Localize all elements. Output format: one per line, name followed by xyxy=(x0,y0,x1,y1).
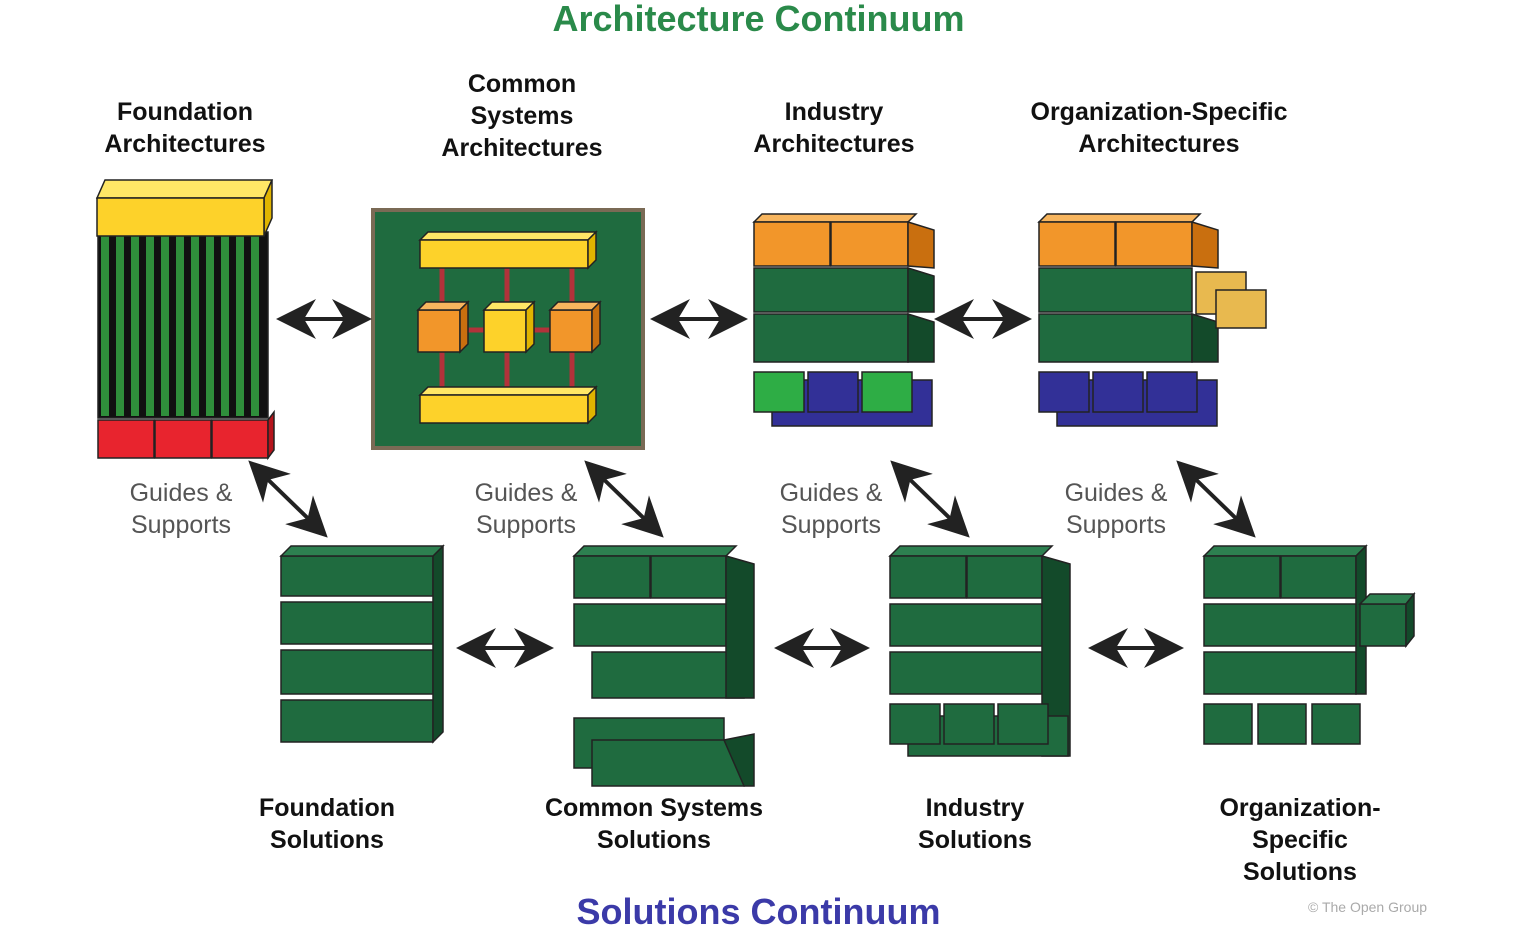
industry-solutions-graphic xyxy=(888,545,1071,757)
common-systems-architectures-graphic xyxy=(371,208,645,450)
copyright-notice: © The Open Group xyxy=(1308,899,1428,915)
foundation-architectures-graphic xyxy=(95,179,275,461)
foundation-architectures-label: Foundation Architectures xyxy=(104,98,266,158)
architecture-continuum-title: Architecture Continuum xyxy=(552,0,965,39)
arrow-guides-supports-1 xyxy=(248,460,328,538)
foundation-solutions-label: Foundation Solutions xyxy=(258,794,396,854)
guides-supports-label-4: Guides & Supports xyxy=(1064,479,1168,539)
arrow-guides-supports-3 xyxy=(890,460,970,538)
guides-supports-label-3: Guides & Supports xyxy=(779,479,883,539)
common-systems-solutions-graphic xyxy=(572,545,755,787)
organization-specific-solutions-label: Organization-Specific Solutions xyxy=(1219,794,1381,886)
industry-architectures-label: Industry Architectures xyxy=(753,98,915,158)
organization-specific-architectures-graphic xyxy=(1037,213,1267,427)
organization-specific-solutions-graphic xyxy=(1202,544,1416,745)
solutions-continuum-title: Solutions Continuum xyxy=(576,891,941,932)
arrow-guides-supports-2 xyxy=(584,460,664,538)
organization-specific-architectures-label: Organization-Specific Architectures xyxy=(1030,98,1288,158)
arrow-guides-supports-4 xyxy=(1176,460,1256,538)
industry-architectures-graphic xyxy=(752,213,935,427)
common-systems-solutions-label: Common Systems Solutions xyxy=(544,794,764,854)
foundation-solutions-graphic xyxy=(279,544,445,744)
common-systems-architectures-label: Common Systems Architectures xyxy=(441,70,603,162)
industry-solutions-label: Industry Solutions xyxy=(918,794,1032,854)
guides-supports-label-2: Guides & Supports xyxy=(474,479,578,539)
guides-supports-label-1: Guides & Supports xyxy=(129,479,233,539)
